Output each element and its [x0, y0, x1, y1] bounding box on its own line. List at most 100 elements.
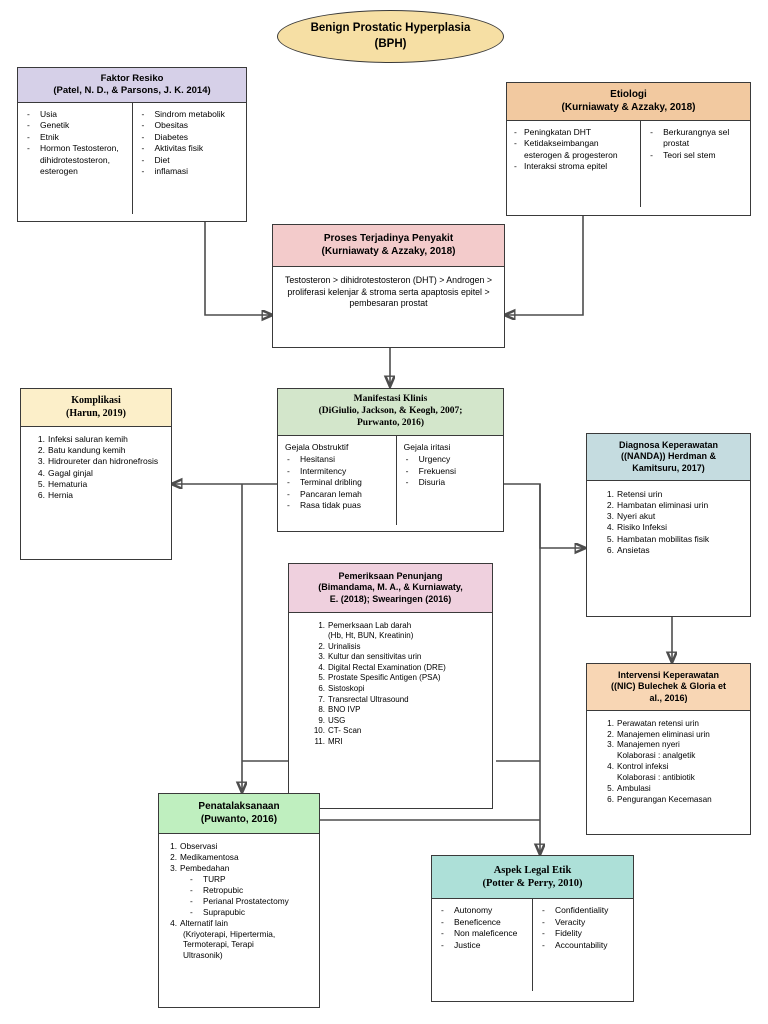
node-penatalaksanaan[interactable]: Penatalaksanaan (Puwanto, 2016) Observas…: [158, 793, 320, 1008]
komplikasi-citation: (Harun, 2019): [66, 407, 126, 419]
legal-etik-col-2: Confidentiality Veracity Fidelity Accoun…: [532, 899, 633, 992]
node-bph-root[interactable]: Benign Prostatic Hyperplasia (BPH): [277, 10, 504, 63]
list-item: Hernia: [27, 490, 74, 501]
wire-faktor-to-proses: [204, 222, 272, 315]
list-item: Prostate Spesific Antigen (PSA): [307, 673, 441, 683]
faktor-resiko-citation: (Patel, N. D., & Parsons, J. K. 2014): [53, 84, 211, 96]
list-item: Hambatan eliminasi urin: [596, 499, 709, 511]
komplikasi-body: Infeksi saluran kemih Batu kandung kemih…: [21, 427, 171, 507]
node-proses-terjadinya-penyakit[interactable]: Proses Terjadinya Penyakit (Kurniawaty &…: [272, 224, 505, 348]
list-item: Disuria: [404, 477, 498, 489]
penatalaksanaan-list: Observasi Medikamentosa Pembedahan TURP …: [164, 841, 315, 961]
list-item: BNO IVP: [307, 705, 361, 715]
list-item: USG: [307, 715, 346, 726]
manifestasi-list-2: Urgency Frekuensi Disuria: [404, 454, 498, 489]
list-item: Hidroureter dan hidronefrosis: [27, 456, 159, 467]
diagnosa-citation-2: Kamitsuru, 2017): [632, 462, 705, 473]
node-pemeriksaan-penunjang[interactable]: Pemeriksaan Penunjang (Bimandama, M. A.,…: [288, 563, 493, 809]
diagnosa-citation-1: ((NANDA)) Herdman &: [621, 451, 716, 462]
etiologi-col-2: Berkurangnya sel prostat Teori sel stem: [640, 121, 750, 207]
penatalaksanaan-item-4-text: Alternatif lain: [180, 917, 228, 928]
alternatif-sub-line3: Ultrasonik): [183, 950, 223, 961]
etiologi-list-2: Berkurangnya sel prostat Teori sel stem: [648, 127, 745, 162]
list-item: Teori sel stem: [648, 150, 745, 162]
list-item: Hormon Testosteron, dihidrotestosteron, …: [25, 143, 127, 177]
manifestasi-col-obstruktif: Gejala Obstruktif Hesitansi Intermitency…: [278, 436, 396, 525]
list-item: CT- Scan: [307, 726, 362, 736]
pemeriksaan-title: Pemeriksaan Penunjang: [338, 571, 443, 581]
legal-etik-list-1: Autonomy Beneficence Non maleficence Jus…: [439, 905, 527, 951]
manifestasi-citation-1: (DiGiulio, Jackson, & Keogh, 2007;: [318, 405, 463, 416]
intervensi-item-3-text: Manajemen nyeri: [617, 740, 680, 750]
penatalaksanaan-citation: (Puwanto, 2016): [200, 813, 278, 825]
node-intervensi-keperawatan[interactable]: Intervensi Keperawatan ((NIC) Bulechek &…: [586, 663, 751, 835]
node-komplikasi[interactable]: Komplikasi (Harun, 2019) Infeksi saluran…: [20, 388, 172, 560]
node-manifestasi-klinis[interactable]: Manifestasi Klinis (DiGiulio, Jackson, &…: [277, 388, 504, 532]
list-item: Pengurangan Kecemasan: [596, 794, 712, 806]
list-item: Peningkatan DHT: [514, 127, 635, 139]
penatalaksanaan-item-3-text: Pembedahan: [180, 862, 230, 873]
list-item: Usia: [25, 109, 127, 121]
list-item: MRI: [307, 736, 343, 747]
penatalaksanaan-header: Penatalaksanaan (Puwanto, 2016): [159, 794, 319, 834]
legal-etik-header: Aspek Legal Etik (Potter & Perry, 2010): [432, 856, 633, 900]
list-item: Hematuria: [27, 478, 88, 490]
node-diagnosa-keperawatan[interactable]: Diagnosa Keperawatan ((NANDA)) Herdman &…: [586, 433, 751, 617]
node-faktor-resiko[interactable]: Faktor Resiko (Patel, N. D., & Parsons, …: [17, 67, 247, 222]
list-item: Ketidakseimbangan esterogen & progestero…: [514, 138, 635, 161]
manifestasi-header: Manifestasi Klinis (DiGiulio, Jackson, &…: [278, 389, 503, 436]
list-item: Beneficence: [439, 917, 527, 929]
proses-title: Proses Terjadinya Penyakit: [323, 233, 454, 244]
list-item: Accountability: [540, 940, 628, 952]
penatalaksanaan-body: Observasi Medikamentosa Pembedahan TURP …: [159, 834, 319, 967]
bph-root-title: Benign Prostatic Hyperplasia: [310, 22, 471, 34]
proses-header: Proses Terjadinya Penyakit (Kurniawaty &…: [273, 225, 504, 267]
list-item: Manajemen nyeri Kolaborasi : analgetik: [596, 740, 747, 762]
list-item: Diabetes: [140, 132, 242, 144]
proses-citation: (Kurniawaty & Azzaky, 2018): [321, 245, 456, 257]
proses-text: Testosteron > dihidrotestosteron (DHT) >…: [284, 275, 493, 309]
list-item: inflamasi: [140, 166, 242, 178]
list-item: Urgency: [404, 454, 498, 466]
node-etiologi[interactable]: Etiologi (Kurniawaty & Azzaky, 2018) Pen…: [506, 82, 751, 216]
list-item: Fidelity: [540, 928, 628, 940]
list-item: Perianal Prostatectomy: [188, 896, 315, 907]
manifestasi-list-1: Hesitansi Intermitency Terminal dribling…: [285, 454, 391, 512]
pemeriksaan-citation-2: E. (2018); Swearingen (2016): [329, 593, 452, 604]
intervensi-item-4-text: Kontrol infeksi: [617, 762, 669, 772]
list-item: Justice: [439, 940, 527, 952]
list-item: Terminal dribling: [285, 477, 391, 489]
pemeriksaan-body: Pemerksaan Lab darah (Hb, Ht, BUN, Kreat…: [289, 613, 492, 754]
list-item: Berkurangnya sel prostat: [648, 127, 745, 150]
pemeriksaan-item-1-line2: (Hb, Ht, BUN, Kreatinin): [328, 631, 414, 641]
list-item: Interaksi stroma epitel: [514, 161, 635, 173]
penatalaksanaan-title: Penatalaksanaan: [198, 801, 280, 812]
node-aspek-legal-etik[interactable]: Aspek Legal Etik (Potter & Perry, 2010) …: [431, 855, 634, 1002]
diagnosa-list: Retensi urin Hambatan eliminasi urin Nye…: [596, 489, 747, 557]
list-item: Sindrom metabolik: [140, 109, 242, 121]
list-item: Pancaran lemah: [285, 489, 391, 501]
faktor-resiko-title: Faktor Resiko: [100, 73, 164, 84]
list-item: Hesitansi: [285, 454, 391, 466]
etiologi-list-1: Peningkatan DHT Ketidakseimbangan estero…: [514, 127, 635, 173]
faktor-resiko-col-2: Sindrom metabolik Obesitas Diabetes Akti…: [131, 102, 247, 214]
list-item: Veracity: [540, 917, 628, 929]
list-item: Pembedahan TURP Retropubic Perianal Pros…: [164, 863, 315, 918]
list-item: Ansietas: [596, 544, 650, 556]
list-item: Urinalisis: [307, 641, 361, 652]
manifestasi-col-iritasi: Gejala iritasi Urgency Frekuensi Disuria: [395, 435, 503, 525]
list-item: Aktivitas fisik: [140, 143, 242, 155]
list-item: Transrectal Ultrasound: [307, 694, 409, 705]
list-item: Autonomy: [439, 905, 527, 917]
alternatif-sub-line1: (Kriyoterapi, Hipertermia,: [183, 928, 276, 939]
legal-etik-col-1: Autonomy Beneficence Non maleficence Jus…: [432, 899, 532, 991]
list-item: Batu kandung kemih: [27, 445, 126, 456]
list-item: Intermitency: [285, 466, 391, 478]
faktor-resiko-header: Faktor Resiko (Patel, N. D., & Parsons, …: [18, 68, 246, 103]
pemeriksaan-citation-1: (Bimandama, M. A., & Kurniawaty,: [318, 582, 463, 593]
diagnosa-title: Diagnosa Keperawatan: [618, 440, 719, 450]
manifestasi-citation-2: Purwanto, 2016): [356, 417, 425, 428]
list-item: Kultur dan sensitivitas urin: [307, 652, 422, 662]
list-item: Risiko Infeksi: [596, 522, 668, 533]
list-item: Hambatan mobilitas fisik: [596, 533, 710, 545]
